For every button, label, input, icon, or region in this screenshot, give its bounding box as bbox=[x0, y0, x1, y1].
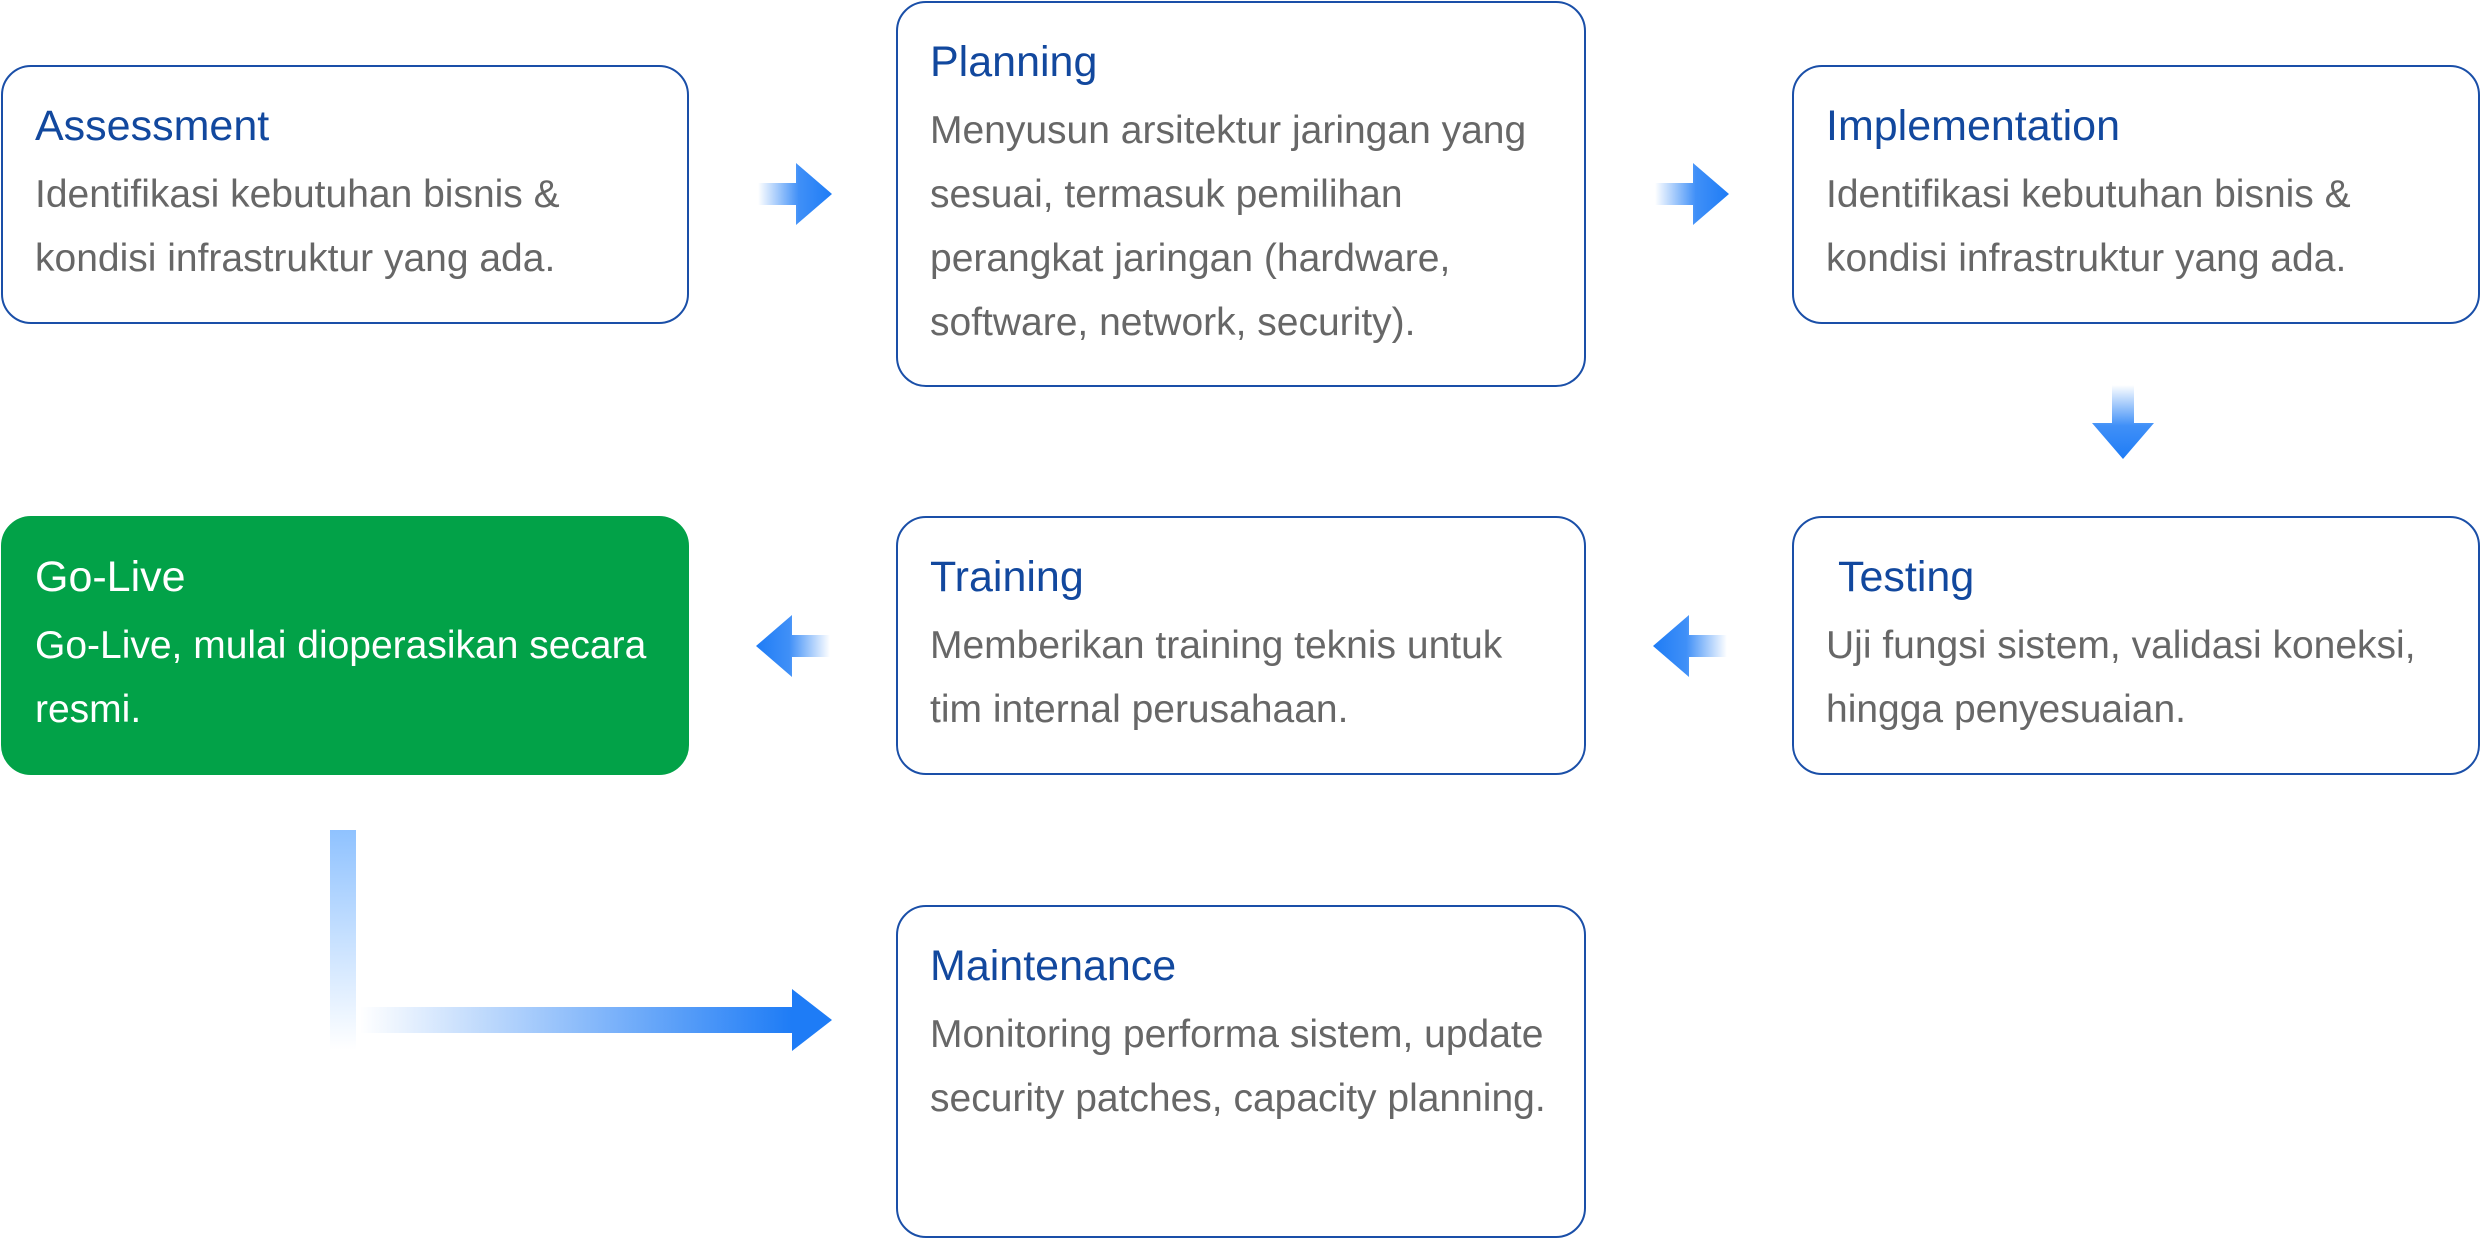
step-card-go-live: Go-Live Go-Live, mulai dioperasikan seca… bbox=[1, 516, 689, 775]
arrow-left-icon bbox=[1653, 615, 1727, 677]
step-card-assessment: Assessment Identifikasi kebutuhan bisnis… bbox=[1, 65, 689, 324]
arrow-right-icon bbox=[758, 163, 832, 225]
elbow-arrow-icon bbox=[330, 830, 832, 1051]
step-title-implementation: Implementation bbox=[1826, 102, 2120, 150]
step-description-maintenance: Monitoring performa sistem, update secur… bbox=[930, 1013, 1546, 1120]
step-description-assessment: Identifikasi kebutuhan bisnis & kondisi … bbox=[35, 173, 560, 280]
arrow-left-icon bbox=[756, 615, 830, 677]
step-card-testing: Testing Uji fungsi sistem, validasi kone… bbox=[1792, 516, 2480, 775]
step-title-testing: Testing bbox=[1838, 553, 1975, 601]
step-description-training: Memberikan training teknis untuk tim int… bbox=[930, 624, 1503, 731]
arrow-down-icon bbox=[2092, 385, 2154, 459]
arrow-right-icon bbox=[1655, 163, 1729, 225]
step-title-maintenance: Maintenance bbox=[930, 942, 1177, 990]
step-description-go-live: Go-Live, mulai dioperasikan secara resmi… bbox=[35, 624, 647, 731]
step-card-training: Training Memberikan training teknis untu… bbox=[896, 516, 1586, 775]
step-title-planning: Planning bbox=[930, 38, 1098, 86]
step-card-implementation: Implementation Identifikasi kebutuhan bi… bbox=[1792, 65, 2480, 324]
step-title-training: Training bbox=[930, 553, 1084, 601]
step-description-implementation: Identifikasi kebutuhan bisnis & kondisi … bbox=[1826, 173, 2351, 280]
step-title-go-live: Go-Live bbox=[35, 553, 186, 601]
step-title-assessment: Assessment bbox=[35, 102, 270, 150]
step-description-planning: Menyusun arsitektur jaringan yang sesuai… bbox=[930, 109, 1527, 344]
step-card-planning: Planning Menyusun arsitektur jaringan ya… bbox=[896, 1, 1586, 387]
step-card-maintenance: Maintenance Monitoring performa sistem, … bbox=[896, 905, 1586, 1238]
step-description-testing: Uji fungsi sistem, validasi koneksi, hin… bbox=[1826, 624, 2416, 731]
